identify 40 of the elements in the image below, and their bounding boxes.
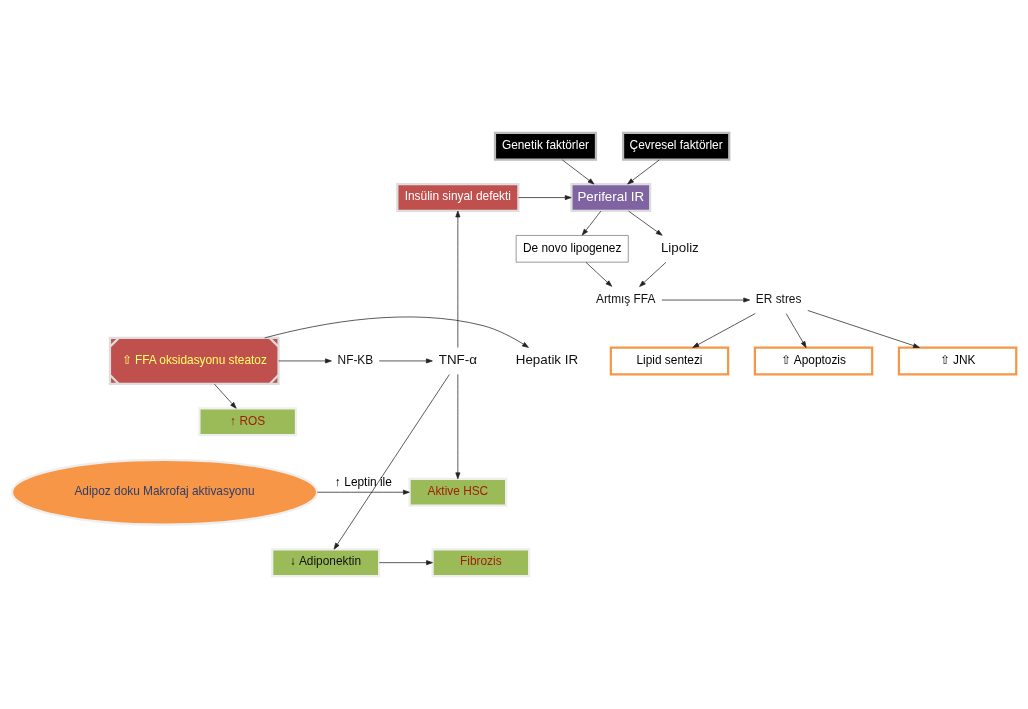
edge-label: ↑ Leptin ile bbox=[335, 475, 392, 490]
node-box: ⇧ Apoptozis bbox=[753, 346, 874, 376]
node-box: Lipid sentezi bbox=[609, 346, 730, 376]
node-box: ↑ ROS bbox=[198, 407, 298, 437]
node-text: NF-KB bbox=[337, 352, 374, 367]
node-text: Artmış FFA bbox=[595, 291, 656, 306]
arrow bbox=[264, 316, 529, 348]
arrow bbox=[455, 374, 461, 480]
arrow bbox=[455, 210, 461, 348]
node-box: Fibrozis bbox=[431, 548, 531, 578]
arrow bbox=[278, 358, 332, 364]
node-box: ↓ Adiponektin bbox=[271, 548, 381, 578]
arrow bbox=[561, 159, 595, 185]
arrow bbox=[581, 210, 602, 236]
node-box: Aktive HSC bbox=[408, 477, 508, 507]
arrow bbox=[807, 310, 920, 348]
arrow bbox=[639, 262, 667, 287]
node-box: ⇧ JNK bbox=[897, 346, 1018, 376]
arrow bbox=[692, 313, 756, 348]
arrow bbox=[317, 489, 410, 495]
arrow bbox=[585, 262, 613, 287]
arrow bbox=[628, 210, 663, 236]
arrow bbox=[378, 358, 433, 364]
node-ellipse: Adipoz doku Makrofaj aktivasyonu bbox=[10, 458, 319, 526]
arrow bbox=[214, 383, 237, 409]
arrow bbox=[333, 374, 450, 550]
node-box: De novo lipogenez bbox=[515, 235, 629, 263]
node-box: Çevresel faktörler bbox=[621, 131, 731, 161]
node-box: Genetik faktörler bbox=[493, 131, 598, 161]
node-box: Insülin sinyal defekti bbox=[396, 183, 520, 213]
arrow bbox=[661, 297, 751, 303]
node-box: Periferal IR bbox=[570, 183, 652, 213]
arrow bbox=[378, 560, 433, 566]
arrow bbox=[627, 159, 660, 185]
arrow bbox=[518, 195, 572, 200]
arrow bbox=[785, 313, 807, 348]
node-text: Lipoliz bbox=[660, 240, 699, 256]
node-text: Hepatik IR bbox=[515, 352, 579, 368]
node-text: TNF-α bbox=[438, 352, 477, 368]
node-text: ER stres bbox=[755, 291, 802, 306]
